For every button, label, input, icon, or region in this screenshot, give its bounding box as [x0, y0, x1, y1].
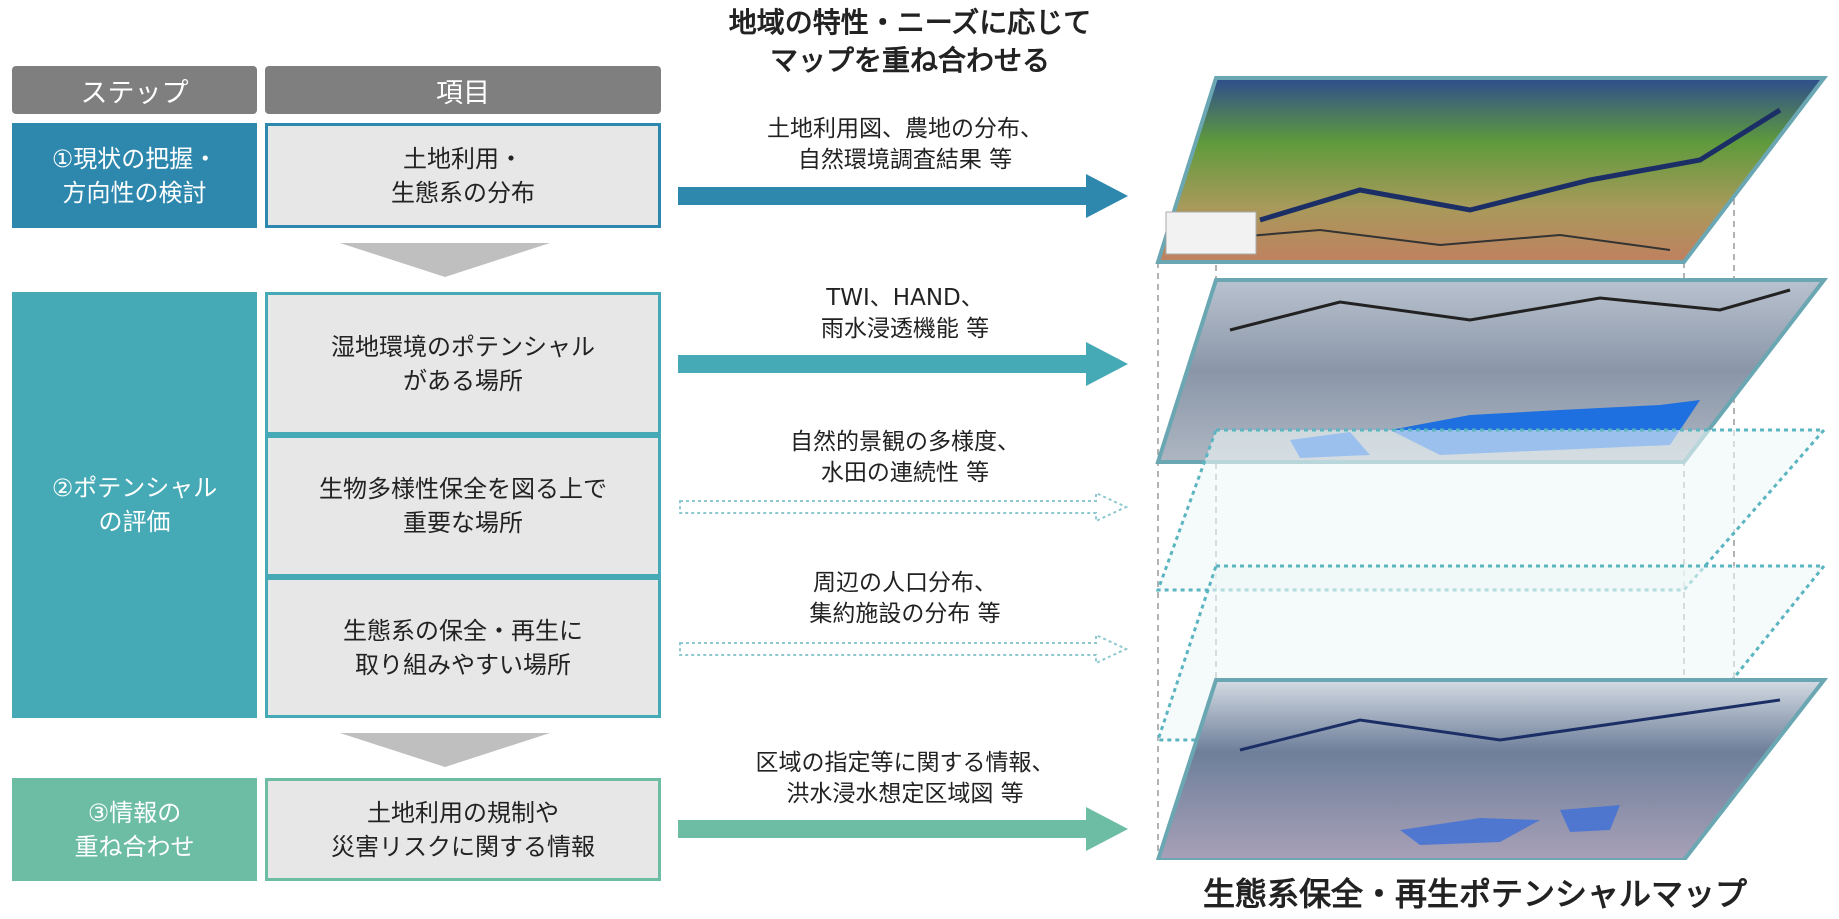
arrow-right-icon [678, 174, 1128, 218]
item-regulation-risk: 土地利用の規制や 災害リスクに関する情報 [265, 778, 661, 881]
down-chevron-icon [340, 243, 550, 277]
down-chevron-icon [340, 733, 550, 767]
arrow-label-3: 自然的景観の多様度、 水田の連続性 等 [790, 429, 1020, 486]
arrow-right-icon [678, 342, 1128, 386]
overlay-title: 地域の特性・ニーズに応じて マップを重ね合わせる [728, 6, 1092, 77]
item-column-header: 項目 [265, 66, 661, 114]
map-layer-stack [1155, 76, 1829, 860]
map-layer-overlay [1155, 678, 1829, 860]
item-wetland-potential: 湿地環境のポテンシャル がある場所 [265, 292, 661, 435]
item-biodiversity: 生物多様性保全を図る上で 重要な場所 [265, 435, 661, 577]
dotted-arrow-right-icon [679, 633, 1129, 665]
arrow-label-5: 区域の指定等に関する情報、 洪水浸水想定区域図 等 [755, 750, 1055, 807]
map-layer-land-use [1155, 76, 1829, 264]
step-1-box: ①現状の把握・ 方向性の検討 [12, 123, 257, 228]
potential-map-title: 生態系保全・再生ポテンシャルマップ [1202, 875, 1747, 913]
arrow-right-icon [678, 807, 1128, 851]
item-ecosystem-restoration: 生態系の保全・再生に 取り組みやすい場所 [265, 577, 661, 718]
dotted-arrow-right-icon [679, 491, 1129, 523]
arrow-label-4: 周辺の人口分布、 集約施設の分布 等 [809, 570, 1001, 627]
step-column-header: ステップ [12, 66, 257, 114]
arrow-label-2: TWI、HAND、 雨水浸透機能 等 [820, 285, 990, 342]
arrow-label-1: 土地利用図、農地の分布、 自然環境調査結果 等 [767, 116, 1043, 173]
step-2-box: ②ポテンシャル の評価 [12, 292, 257, 718]
item-land-use: 土地利用・ 生態系の分布 [265, 123, 661, 228]
step-3-box: ③情報の 重ね合わせ [12, 778, 257, 881]
